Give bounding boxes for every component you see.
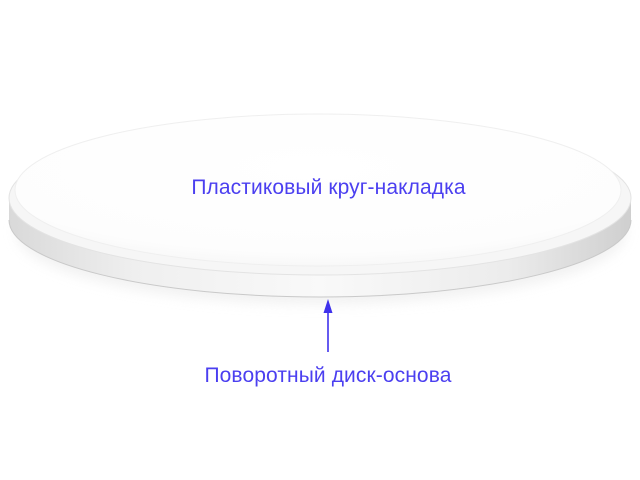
base-label: Поворотный диск-основа bbox=[204, 364, 452, 387]
overlay-plate bbox=[14, 113, 622, 267]
base-disc-edge-bottom bbox=[8, 219, 632, 298]
arrow-up-icon bbox=[323, 299, 333, 352]
overlay-label: Пластиковый круг-накладка bbox=[191, 176, 466, 199]
